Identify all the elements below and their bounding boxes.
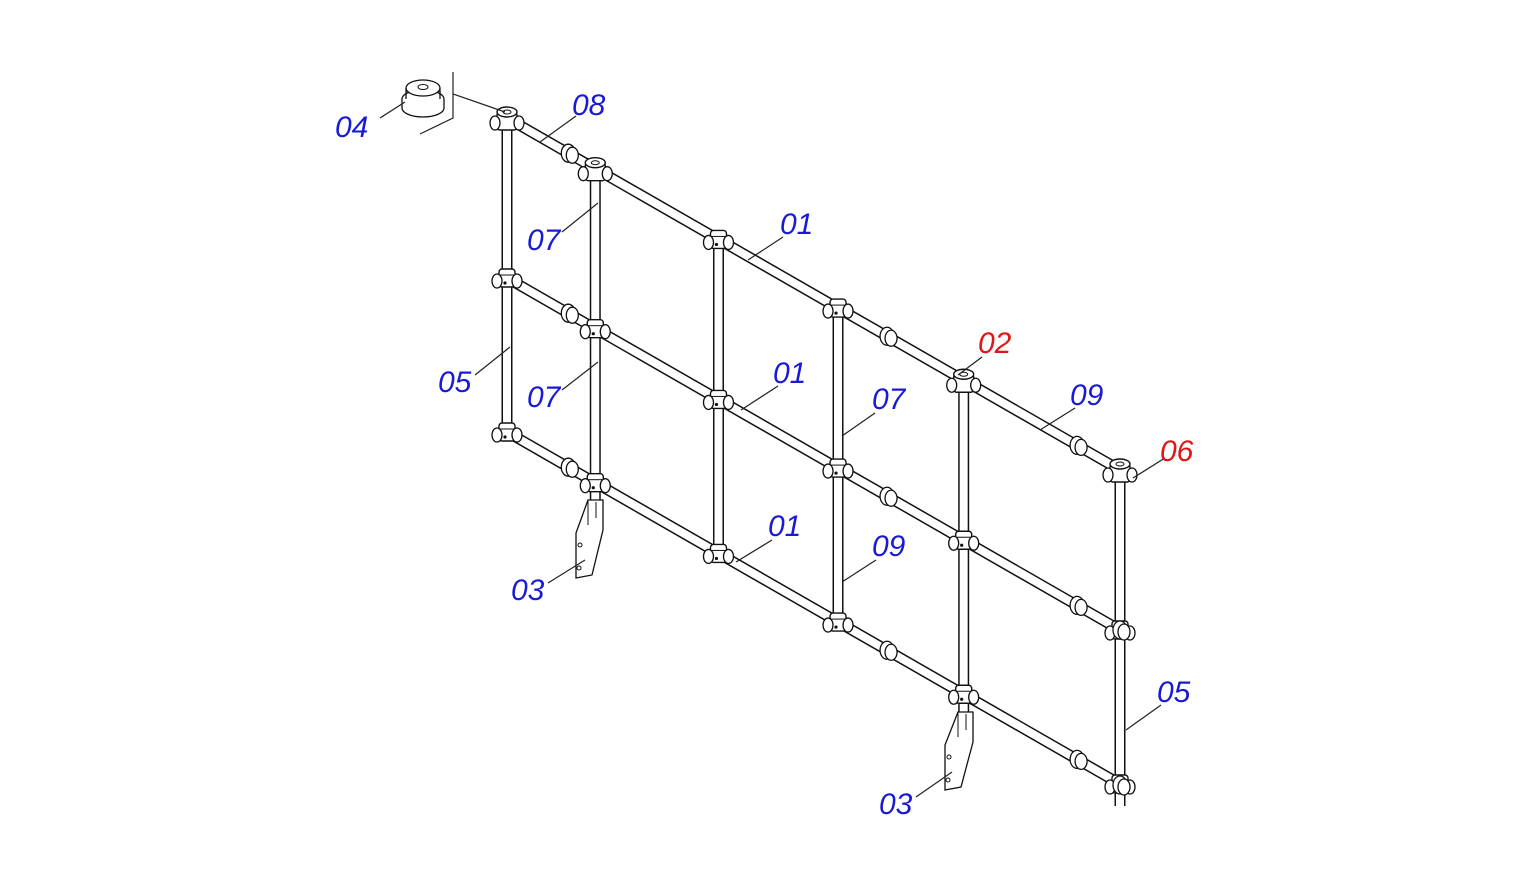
- leader-line: [740, 385, 779, 411]
- coupler-bottom-rail-0: [560, 457, 579, 478]
- fitting-middle-rail-post-end-left: [491, 268, 523, 289]
- top-fitting-post-4: [946, 368, 982, 393]
- leader-line: [379, 101, 406, 119]
- pipe-frame: [501, 113, 1126, 806]
- part-label-lbl-05b: 05: [1157, 676, 1191, 709]
- coupler-middle-rail-0: [560, 303, 579, 324]
- fitting-middle-rail-post-1: [579, 318, 611, 340]
- top-fitting-post-end-right: [1102, 458, 1138, 483]
- fitting-top-rail-post-2: [702, 229, 735, 251]
- leader-line: [1125, 704, 1162, 731]
- part-label-lbl-09a: 09: [1070, 379, 1104, 412]
- base-plate-left: [575, 499, 604, 579]
- leader-line: [915, 771, 953, 798]
- leader-line: [1132, 457, 1166, 479]
- fitting-middle-rail-post-4: [948, 530, 980, 551]
- leader-line: [841, 412, 876, 437]
- part-label-lbl-08: 08: [572, 89, 606, 122]
- fitting-bottom-rail-post-3: [822, 612, 854, 633]
- part-label-lbl-02: 02: [978, 327, 1012, 360]
- part-label-lbl-07c: 07: [872, 383, 907, 416]
- reference-lines: [419, 72, 506, 135]
- part-label-lbl-04: 04: [335, 111, 368, 144]
- coupler-bottom-rail-1: [879, 640, 898, 661]
- fitting-bottom-rail-post-1: [579, 472, 611, 494]
- accessory-parts: [401, 72, 974, 791]
- leader-line: [547, 559, 586, 584]
- post-coupler-1: [1112, 775, 1131, 796]
- part-labels: 04 08 07 01 02 05 07 01 07 09 06 01 09 03 05 03: [335, 89, 1194, 821]
- part-label-lbl-06: 06: [1160, 435, 1194, 468]
- fitting-middle-rail-post-2: [702, 389, 735, 411]
- leader-line: [1039, 407, 1076, 431]
- leader-lines: [379, 101, 1166, 798]
- coupler-middle-rail-2: [1069, 595, 1088, 617]
- leader-line: [735, 539, 773, 563]
- part-label-lbl-03a: 03: [511, 574, 545, 607]
- part-label-lbl-09b: 09: [872, 530, 906, 563]
- part-label-lbl-07b: 07: [527, 381, 562, 414]
- part-label-lbl-05a: 05: [438, 366, 472, 399]
- fittings-group: [489, 106, 1138, 796]
- coupler-bottom-rail-2: [1069, 749, 1088, 771]
- fitting-top-rail-post-3: [822, 298, 854, 319]
- leader-line: [957, 356, 983, 376]
- leader-line: [561, 361, 599, 391]
- top-fitting-post-1: [577, 156, 613, 182]
- part-label-lbl-01c: 01: [768, 510, 801, 543]
- leader-line: [539, 115, 577, 143]
- part-label-lbl-01b: 01: [773, 357, 806, 390]
- coupler-middle-rail-1: [879, 486, 898, 507]
- fitting-bottom-rail-post-4: [948, 684, 980, 705]
- leader-line: [561, 202, 599, 233]
- part-label-lbl-03b: 03: [879, 788, 913, 821]
- part-label-lbl-07a: 07: [527, 224, 562, 257]
- coupler-top-rail-0: [560, 143, 579, 164]
- coupler-top-rail-2: [1069, 435, 1088, 457]
- coupler-top-rail-1: [879, 326, 898, 347]
- post-coupler-0: [1112, 620, 1131, 641]
- leader-line: [747, 236, 784, 261]
- fitting-middle-rail-post-3: [822, 458, 854, 479]
- top-fitting-post-end-left: [489, 106, 525, 131]
- end-cap-part: [401, 79, 445, 118]
- fitting-bottom-rail-post-end-left: [491, 422, 523, 443]
- leader-line: [474, 346, 511, 376]
- leader-line: [841, 559, 877, 583]
- fitting-bottom-rail-post-2: [702, 543, 735, 565]
- part-label-lbl-01a: 01: [780, 208, 813, 241]
- base-plate-right: [944, 711, 974, 791]
